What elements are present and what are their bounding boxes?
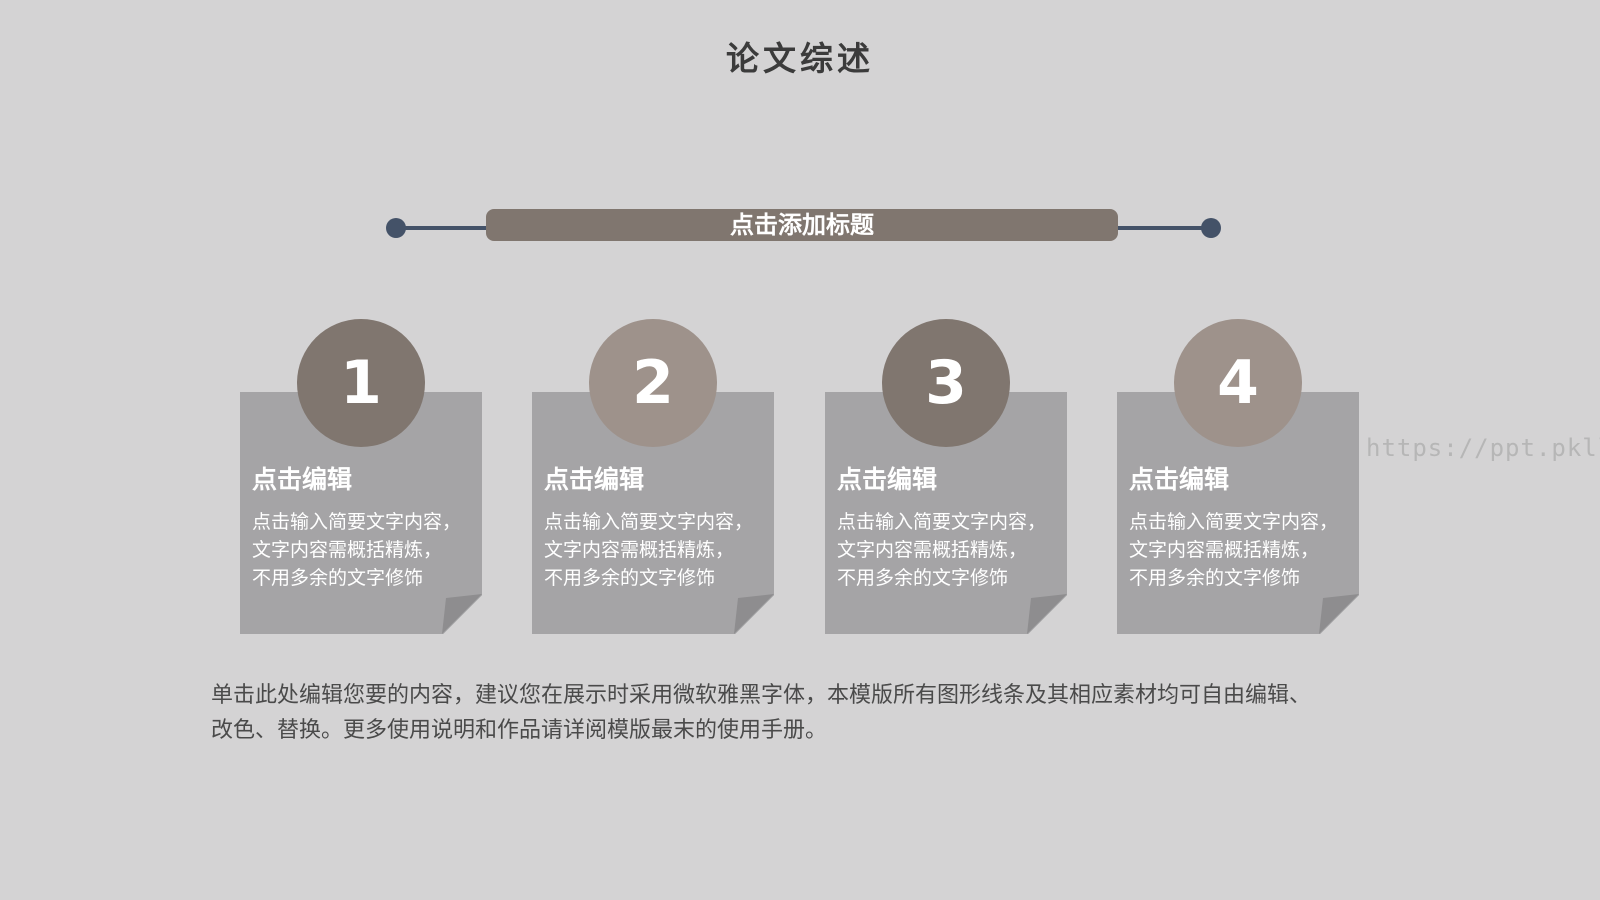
footer-description[interactable]: 单击此处编辑您要的内容，建议您在展示时采用微软雅黑字体，本模版所有图形线条及其相… <box>211 678 1411 748</box>
card-3-line-1: 点击输入简要文字内容， <box>837 511 1047 533</box>
card-4-number-circle: 4 <box>1174 319 1302 447</box>
page-title: 论文综述 <box>726 39 874 78</box>
card-1-line-1: 点击输入简要文字内容， <box>252 511 462 533</box>
banner-left-dot <box>386 218 406 238</box>
footer-line-1: 单击此处编辑您要的内容，建议您在展示时采用微软雅黑字体，本模版所有图形线条及其相… <box>211 683 1312 708</box>
card-1-number-circle: 1 <box>297 319 425 447</box>
footer-line-2: 改色、替换。更多使用说明和作品请详阅模版最末的使用手册。 <box>211 718 828 743</box>
card-4-line-2: 文字内容需概括精炼， <box>1129 539 1320 561</box>
card-4-title[interactable]: 点击编辑 <box>1129 465 1230 494</box>
card-2-title[interactable]: 点击编辑 <box>544 465 645 494</box>
section-title-banner[interactable]: 点击添加标题 <box>486 209 1118 241</box>
card-1-line-2: 文字内容需概括精炼， <box>252 539 443 561</box>
card-3-folded-corner <box>1027 594 1067 634</box>
card-1-title[interactable]: 点击编辑 <box>252 465 353 494</box>
card-2-line-1: 点击输入简要文字内容， <box>544 511 754 533</box>
card-4-folded-corner <box>1319 594 1359 634</box>
card-4-line-1: 点击输入简要文字内容， <box>1129 511 1339 533</box>
card-3-line-3: 不用多余的文字修饰 <box>837 567 1009 589</box>
card-3-number-circle: 3 <box>882 319 1010 447</box>
card-3-title[interactable]: 点击编辑 <box>837 465 938 494</box>
card-1-body[interactable]: 点击输入简要文字内容， 文字内容需概括精炼， 不用多余的文字修饰 <box>252 508 461 592</box>
card-2-body[interactable]: 点击输入简要文字内容， 文字内容需概括精炼， 不用多余的文字修饰 <box>544 508 753 592</box>
banner-right-dot <box>1201 218 1221 238</box>
card-4-body[interactable]: 点击输入简要文字内容， 文字内容需概括精炼， 不用多余的文字修饰 <box>1129 508 1338 592</box>
card-4-line-3: 不用多余的文字修饰 <box>1129 567 1301 589</box>
watermark-url: https://ppt.pkll.de <box>1366 434 1600 462</box>
card-3-line-2: 文字内容需概括精炼， <box>837 539 1028 561</box>
card-2-line-2: 文字内容需概括精炼， <box>544 539 735 561</box>
card-2-folded-corner <box>734 594 774 634</box>
card-1-folded-corner <box>442 594 482 634</box>
card-2-number-circle: 2 <box>589 319 717 447</box>
card-2-line-3: 不用多余的文字修饰 <box>544 567 716 589</box>
card-3-body[interactable]: 点击输入简要文字内容， 文字内容需概括精炼， 不用多余的文字修饰 <box>837 508 1046 592</box>
card-1-line-3: 不用多余的文字修饰 <box>252 567 424 589</box>
